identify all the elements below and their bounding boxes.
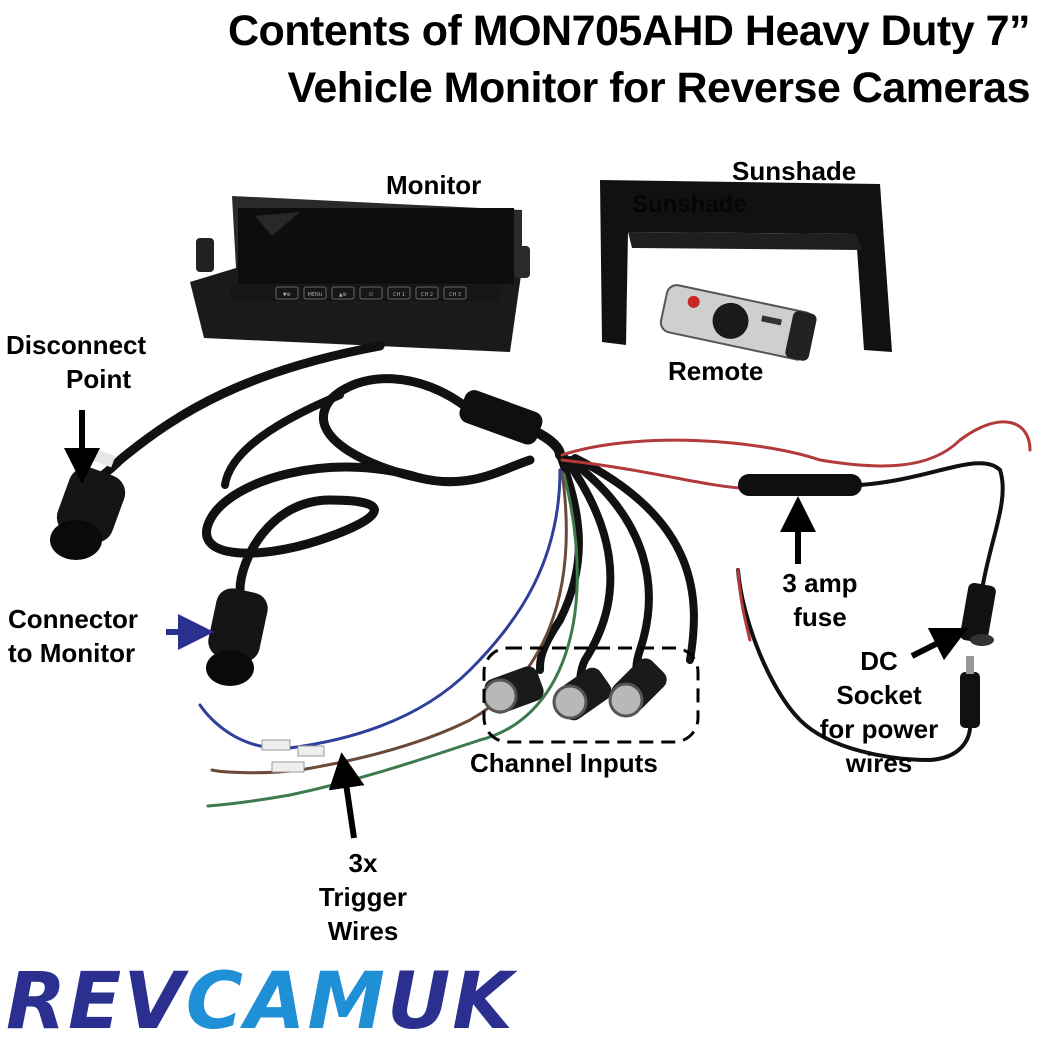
- dc-socket-label-line: wires: [845, 748, 913, 778]
- trigger-wires-label-line: 3x: [348, 848, 378, 878]
- page-title-line-2: Vehicle Monitor for Reverse Cameras: [287, 64, 1031, 112]
- monitor-button: [303, 286, 327, 300]
- monitor-label: Monitor: [386, 170, 482, 200]
- connector-to-monitor-label-line: to Monitor: [8, 638, 136, 668]
- page-title-line-1: Contents of MON705AHD Heavy Duty 7”: [227, 7, 1031, 55]
- brand-logo-rev: REV: [6, 957, 186, 1047]
- mount-knob-right: [514, 246, 530, 278]
- channel-inputs-dashed-box: [482, 646, 700, 744]
- disconnect-point-label-line: Disconnect: [6, 330, 147, 360]
- monitor-button-label: MENU: [308, 292, 323, 298]
- monitor-button: [387, 286, 411, 300]
- remote-label: Remote: [668, 356, 764, 386]
- connector-to-monitor: [206, 588, 268, 686]
- dc-socket-label-line: Socket: [836, 680, 922, 710]
- trigger-wires: [198, 468, 579, 808]
- dc-socket-label-line: DC: [860, 646, 898, 676]
- dc-plug: [960, 656, 980, 728]
- dc-socket: [960, 582, 996, 646]
- fuse-label-line: fuse: [793, 602, 847, 632]
- cable-junction: [459, 390, 543, 445]
- monitor: ▼⚙ MENU ▲⚙ ⏻ CH 1 CH 2 CH 3: [190, 196, 530, 352]
- remote-power-button: [687, 295, 700, 308]
- channel-inputs-label: Channel Inputs: [470, 748, 658, 778]
- brand-logo-uk: UK: [386, 957, 515, 1047]
- brand-logo: REVCAMUK: [6, 962, 515, 1042]
- brand-logo-cam: CAM: [185, 957, 387, 1047]
- remote: [659, 284, 817, 361]
- power-wires: [560, 420, 1032, 763]
- channel-input-connectors: [482, 646, 700, 744]
- mount-knob-left: [196, 238, 214, 272]
- sunshade: Sunshade: [600, 180, 892, 352]
- trigger-wires-label-line: Trigger: [318, 882, 408, 912]
- monitor-button: [359, 286, 383, 300]
- monitor-button-label: CH 3: [449, 292, 461, 298]
- monitor-button: [415, 286, 439, 300]
- monitor-button-row: ▼⚙ MENU ▲⚙ ⏻ CH 1 CH 2 CH 3: [275, 286, 467, 300]
- connector-to-monitor-label-line: Connector: [8, 604, 138, 634]
- dc-socket-label-line: for power: [819, 714, 939, 744]
- sunshade-label: Sunshade: [732, 156, 857, 186]
- trigger-wires-label-line: Wires: [327, 916, 399, 946]
- inline-fuse-holder: [738, 474, 862, 496]
- connector-to-monitor-label: Connector to Monitor: [8, 602, 138, 670]
- disconnect-point-label-line: Point: [66, 364, 131, 394]
- monitor-button: [331, 286, 355, 300]
- dc-socket-label: DC Socket for power wires: [800, 644, 958, 780]
- callout-arrows: [64, 410, 969, 839]
- cable-harness: [83, 341, 698, 694]
- disconnect-plug: [50, 448, 126, 560]
- fuse-label-line: 3 amp: [782, 568, 858, 598]
- monitor-button-label: ▼⚙: [283, 292, 292, 298]
- fuse-label: 3 amp fuse: [762, 566, 878, 634]
- monitor-button-label: ⏻: [369, 292, 373, 298]
- sunshade-print: Sunshade: [632, 191, 747, 218]
- dc-socket-arrow: [910, 627, 969, 661]
- monitor-button-label: ▲⚙: [339, 292, 348, 298]
- monitor-button: [443, 286, 467, 300]
- trigger-wires-arrow: [328, 752, 365, 839]
- monitor-button: [275, 286, 299, 300]
- remote-dpad: [712, 302, 749, 339]
- monitor-button-label: CH 1: [393, 292, 405, 298]
- disconnect-point-label: Disconnect Point: [6, 328, 146, 396]
- monitor-button-label: CH 2: [421, 292, 433, 298]
- trigger-wires-label: 3x Trigger Wires: [298, 846, 428, 948]
